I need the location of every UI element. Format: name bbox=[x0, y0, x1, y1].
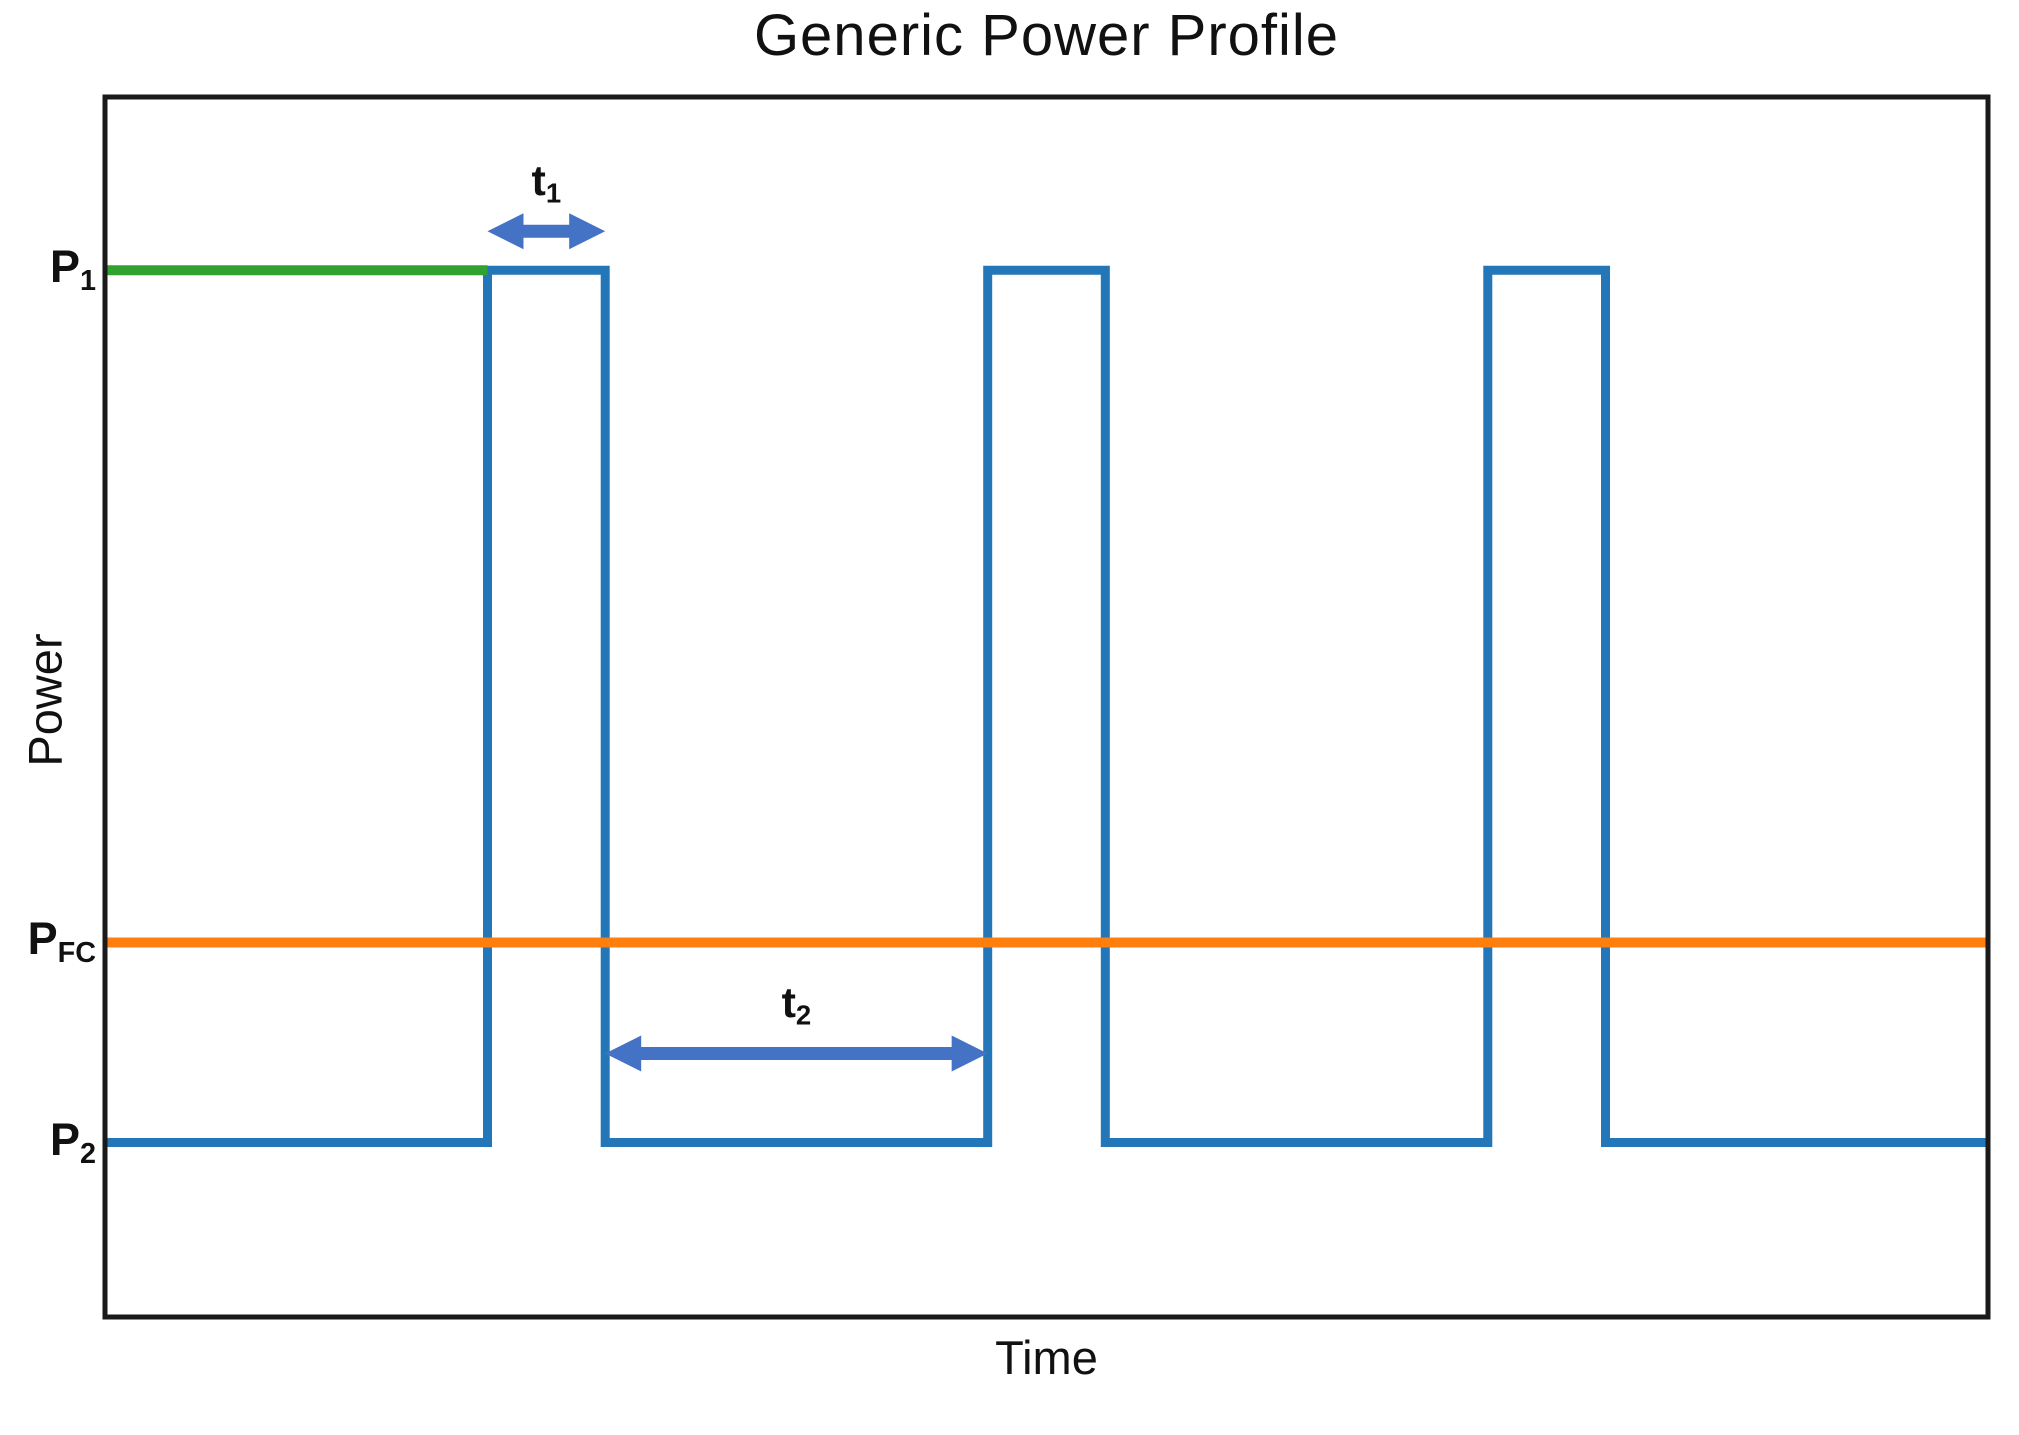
plot-border bbox=[102, 94, 1991, 1320]
t1-label: t1 bbox=[531, 156, 562, 209]
ytick-pfc: PFC bbox=[27, 913, 96, 970]
chart-title: Generic Power Profile bbox=[753, 3, 1340, 68]
ytick-p1: P1 bbox=[49, 241, 96, 298]
t1-duration-arrow bbox=[487, 213, 606, 250]
t2-duration-arrow bbox=[605, 1035, 988, 1072]
ytick-p2: P2 bbox=[49, 1113, 96, 1170]
x-axis-label: Time bbox=[995, 1331, 1098, 1384]
t2-label: t2 bbox=[781, 979, 812, 1031]
power-profile-line bbox=[105, 265, 1988, 1147]
